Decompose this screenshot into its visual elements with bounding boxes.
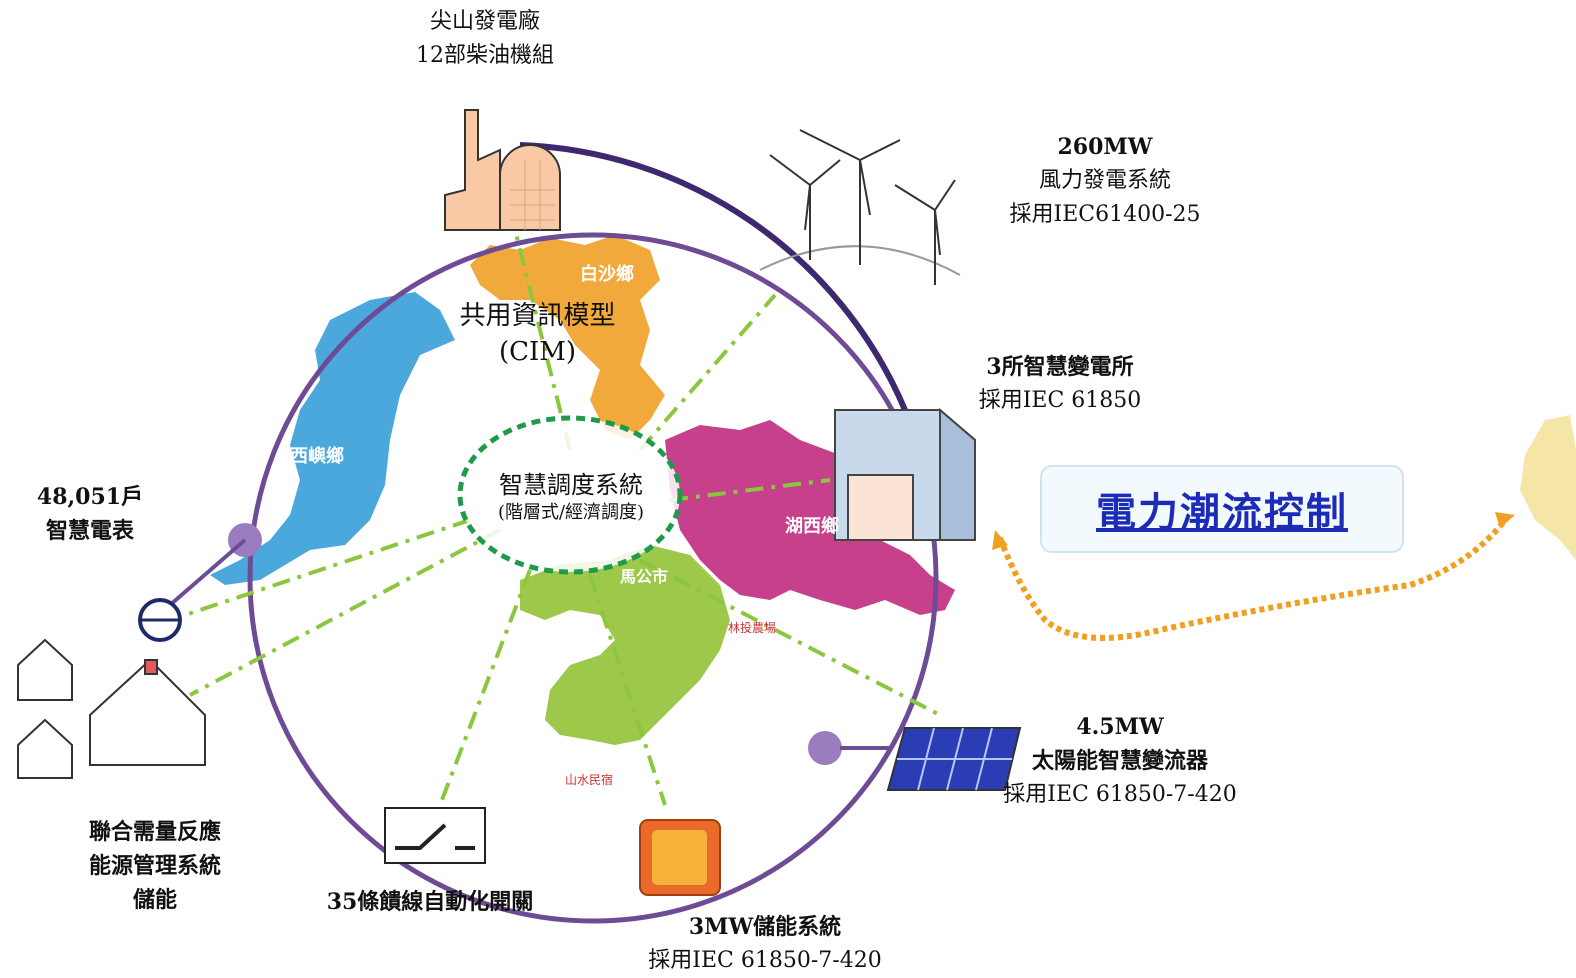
power-plant-label: 尖山發電廠 12部柴油機組 — [416, 9, 554, 68]
power-flow-arrow — [997, 518, 1508, 641]
house-icons — [17, 638, 206, 779]
solar-label: 4.5MW 太陽能智慧變流器 採用IEC 61850-7-420 — [1003, 714, 1237, 807]
wind-turbine-icon — [759, 129, 961, 285]
solar-panel-icon — [886, 727, 1022, 791]
smart-meter-label: 48,051戶 智慧電表 — [36, 484, 144, 544]
map-label-linbao: 林投農場 — [728, 621, 777, 635]
map-label-baisha: 白沙鄉 — [580, 264, 634, 285]
dispatch-system-label: 智慧調度系統 (階層式/經濟調度) — [497, 471, 645, 523]
map-label-huxi: 湖西鄉 — [785, 516, 839, 537]
island-map — [210, 235, 955, 745]
map-label-shanshui: 山水民宿 — [565, 773, 614, 787]
battery-icon — [639, 819, 721, 896]
feeder-switch-icon — [384, 807, 486, 864]
cim-label: 共用資訊模型 (CIM) — [459, 301, 616, 367]
grid-ring — [247, 232, 939, 924]
power-flow-control-box: 電力潮流控制 — [1040, 465, 1404, 553]
ring-node-solar — [808, 731, 842, 765]
storage-label: 3MW儲能系統 採用IEC 61850-7-420 — [648, 914, 882, 973]
communication-links — [184, 229, 941, 806]
power-flow-control-title: 電力潮流控制 — [1096, 490, 1348, 536]
wind-label: 260MW 風力發電系統 採用IEC61400-25 — [1009, 134, 1201, 227]
map-label-xiyu: 西嶼鄉 — [290, 446, 344, 467]
xiyu-island — [210, 292, 455, 585]
substation-icon — [834, 407, 976, 541]
smart-meter-icon — [138, 598, 182, 642]
magong-island — [520, 545, 730, 745]
dispatch-circle — [457, 415, 683, 575]
power-plant-icon — [444, 109, 561, 231]
ring-highlight — [519, 142, 908, 412]
huxi-island — [665, 420, 955, 615]
feeder-switch-label: 35條饋線自動化開關 — [326, 889, 534, 915]
map-label-magong: 馬公市 — [620, 567, 669, 586]
taiwan-icon — [1520, 415, 1576, 560]
demand-response-label: 聯合需量反應 能源管理系統 儲能 — [88, 819, 221, 913]
baisha-island — [470, 235, 665, 440]
substation-label: 3所智慧變電所 採用IEC 61850 — [978, 354, 1142, 413]
